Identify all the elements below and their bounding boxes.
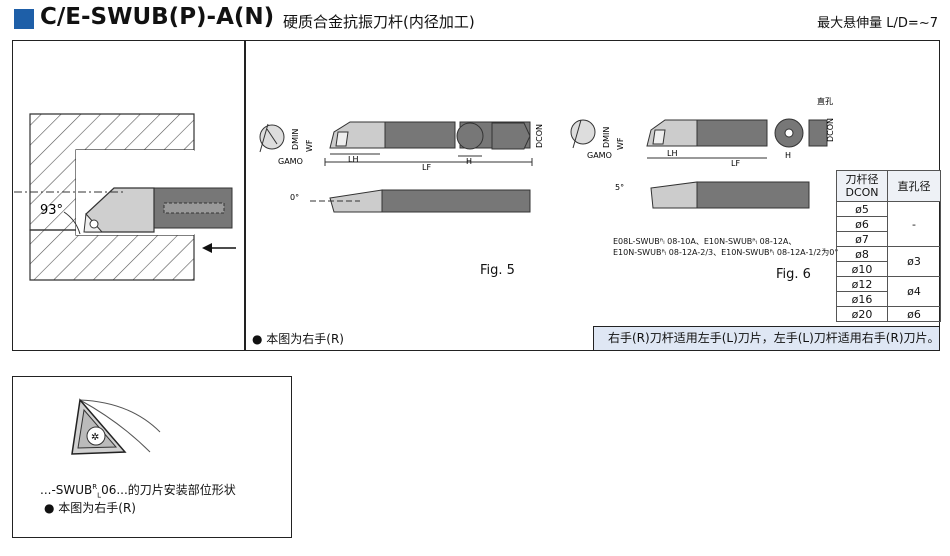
fig6-dcon: DCON — [826, 118, 835, 142]
cell-hole: ø6 — [887, 306, 941, 322]
fig5-section: H DCON — [456, 122, 544, 166]
fig6-h: H — [785, 151, 791, 160]
cell-dcon: ø8 — [836, 246, 888, 262]
col-header-hole: 直孔径 — [887, 170, 941, 202]
table-row: ø16 — [836, 291, 941, 307]
table-row: ø6 — [836, 216, 941, 232]
fig5-label: Fig. 5 — [480, 263, 515, 278]
approach-angle: 93° — [40, 203, 63, 218]
fig5-wf: WF — [305, 139, 314, 152]
fig5-lf: LF — [422, 163, 431, 172]
fig6-lf: LF — [731, 159, 740, 168]
cell-hole: ø4 — [887, 276, 941, 307]
cell-hole: - — [887, 201, 941, 247]
product-name: 硬质合金抗振刀杆(内径加工) — [283, 13, 475, 31]
fig6-dmin: DMIN — [602, 127, 611, 148]
fig5-angle: 0° — [290, 193, 299, 202]
cell-dcon: ø6 — [836, 216, 888, 232]
insert-seat-panel — [12, 376, 292, 538]
cell-dcon: ø20 — [836, 306, 888, 322]
col-header-dcon: 刀杆径 DCON — [836, 170, 888, 202]
svg-text:✲: ✲ — [91, 432, 99, 443]
right-hand-note: ● 本图为右手(R) — [252, 332, 344, 346]
fig6-note-2: E10N-SWUBᴿₗ 08-12A-2/3、E10N-SWUBᴿₗ 08-12… — [613, 248, 839, 257]
fig6-label: Fig. 6 — [776, 267, 811, 282]
cell-hole: ø3 — [887, 246, 941, 277]
insert-seat-note: ● 本图为右手(R) — [44, 501, 136, 515]
insert-seat-drawing: ✲ — [71, 398, 161, 455]
fig6-angle: 5° — [615, 183, 624, 192]
cell-dcon: ø7 — [836, 231, 888, 247]
insert-seat-caption: ...-SWUBRL06...的刀片安装部位形状 — [40, 483, 236, 500]
fig5-dcon: DCON — [535, 124, 544, 148]
fig5-h: H — [466, 157, 472, 166]
fig6-drawing: DMIN WF GAMO LH LF H DCON 直孔 5° — [570, 96, 835, 209]
product-code: C/E-SWUB(P)-A(N) — [40, 4, 275, 30]
fig5-lh: LH — [348, 155, 358, 164]
fig5-dmin: DMIN — [291, 129, 300, 150]
table-row: ø5- — [836, 201, 941, 247]
cell-dcon: ø5 — [836, 201, 888, 217]
table-row: ø7 — [836, 231, 941, 247]
hand-compat-banner: 右手(R)刀杆适用左手(L)刀片，左手(L)刀杆适用右手(R)刀片。 — [593, 326, 939, 350]
fig5-gamo: GAMO — [278, 157, 303, 166]
fig6-lh: LH — [667, 149, 677, 158]
boring-schematic: 93° — [14, 113, 236, 281]
max-overhang: 最大悬伸量 L/D=~7 — [817, 16, 938, 31]
cell-dcon: ø10 — [836, 261, 888, 277]
title-marker — [14, 9, 34, 29]
fig6-gamo: GAMO — [587, 151, 612, 160]
cell-dcon: ø16 — [836, 291, 888, 307]
fig6-hole-label: 直孔 — [817, 96, 833, 106]
fig6-wf: WF — [616, 137, 625, 150]
cell-dcon: ø12 — [836, 276, 888, 292]
fig6-note-1: E08L-SWUBᴿₗ 08-10A、E10N-SWUBᴿₗ 08-12A、 — [613, 237, 797, 246]
table-header-row: 刀杆径 DCON 直孔径 — [836, 170, 941, 202]
panel-divider — [244, 40, 246, 351]
